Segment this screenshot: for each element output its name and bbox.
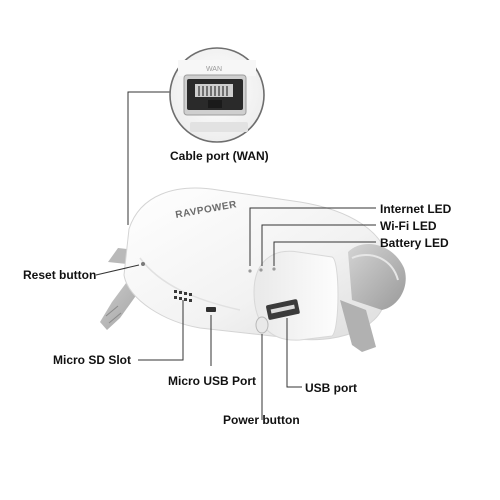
reset-button-label: Reset button <box>23 268 97 282</box>
usb-port-label: USB port <box>305 381 357 395</box>
right-stand <box>340 244 406 352</box>
micro-usb-port-label: Micro USB Port <box>168 374 257 388</box>
wifi-led-label: Wi-Fi LED <box>380 219 437 233</box>
micro-sd-slot-label: Micro SD Slot <box>53 353 132 367</box>
wan-port-inset: WAN <box>169 47 265 143</box>
callout-lines <box>95 207 376 420</box>
battery-led <box>272 267 276 271</box>
internet-led-label: Internet LED <box>380 202 452 216</box>
micro-usb-port <box>206 307 216 312</box>
wan-marking: WAN <box>206 66 222 73</box>
wifi-led <box>259 268 263 272</box>
internet-led <box>248 269 252 273</box>
wan-callout-line <box>127 91 174 225</box>
power-button-label: Power button <box>223 413 300 427</box>
cable-port-label: Cable port (WAN) <box>170 149 269 163</box>
usb-port <box>266 299 300 320</box>
micro-sd-slot <box>174 290 192 302</box>
battery-led-label: Battery LED <box>380 236 449 250</box>
power-button <box>255 316 269 334</box>
reset-button <box>141 262 145 266</box>
